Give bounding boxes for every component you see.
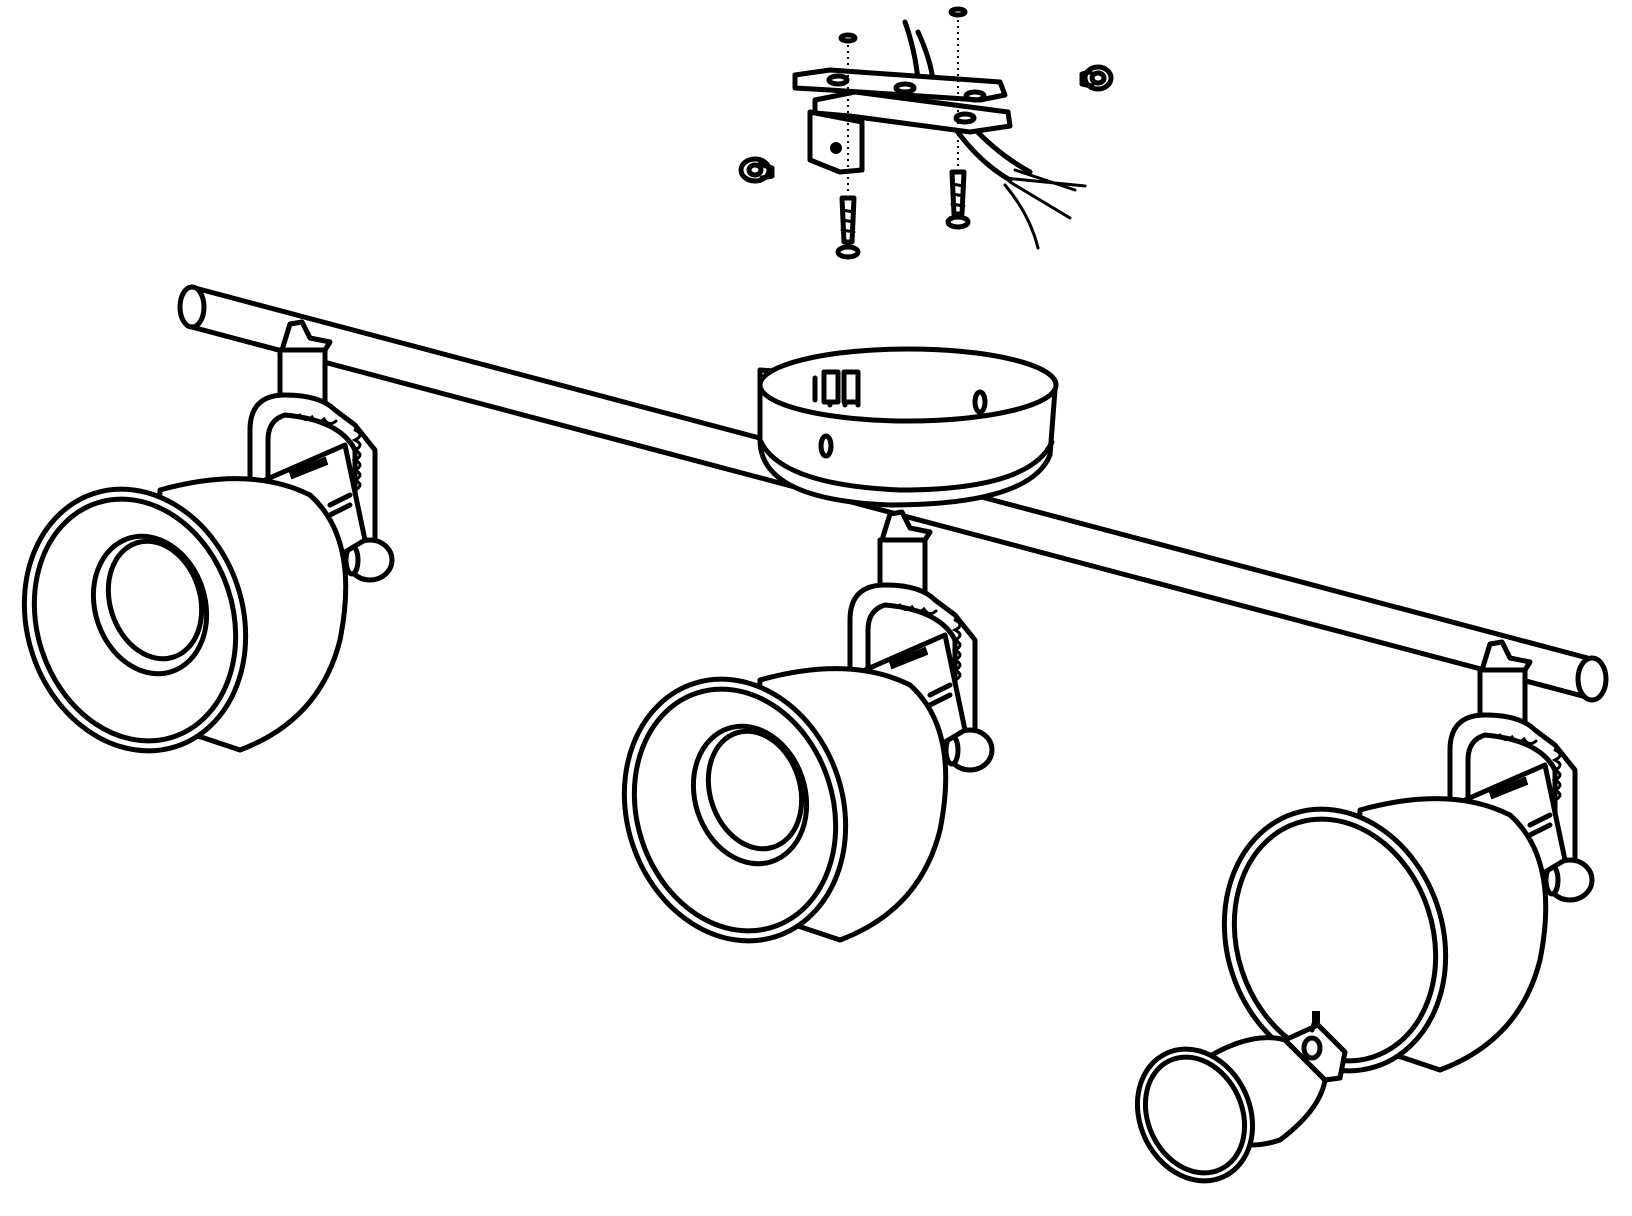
spotlight-icon [591,512,992,970]
plug-icon [738,156,775,184]
canopy [757,346,1059,508]
screws [835,6,971,260]
mounting-hardware [738,6,1114,260]
bulb-icon [1134,1011,1348,1184]
mounting-bracket [792,67,1013,175]
screw-icon [835,195,861,260]
spotlight-icon [1221,639,1595,1074]
screw-icon [945,169,971,230]
screw-icon [948,6,968,18]
spotlight-icon [0,322,392,780]
plug-icon [1079,64,1114,92]
supply-cable [902,19,1087,250]
screw-icon [838,32,858,44]
